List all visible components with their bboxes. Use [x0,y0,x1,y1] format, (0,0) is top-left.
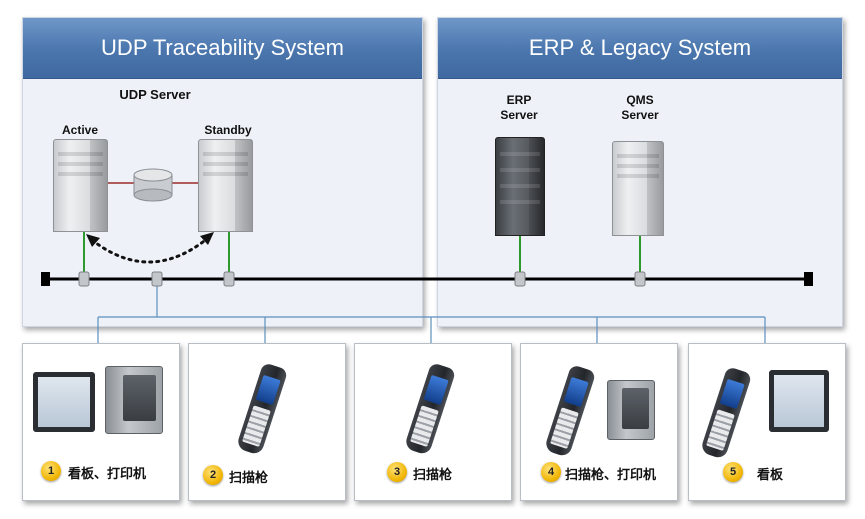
device-label: 扫描枪、打印机 [565,467,657,482]
standby-server-icon [198,139,253,232]
erp-server-icon [495,137,545,236]
erp-panel-title: ERP & Legacy System [438,18,842,79]
device-number-badge: 2 [203,465,223,485]
device-box-2: 2 扫描枪 [188,343,346,501]
device-label: 扫描枪 [229,470,269,485]
erp-server-label-line2: Server [500,108,538,122]
barcode-scanner-icon [699,366,753,460]
device-label: 扫描枪 [413,467,453,482]
active-server-icon [53,139,108,232]
barcode-scanner-icon [543,364,597,458]
active-server-label: Active [61,123,99,137]
device-number-badge: 3 [387,462,407,482]
printer-icon [607,380,655,440]
qms-server-label: QMS Server [605,93,675,123]
udp-server-label: UDP Server [119,87,191,102]
udp-panel-title: UDP Traceability System [23,18,422,79]
device-label: 看板、打印机 [68,466,147,481]
monitor-icon [769,370,829,432]
qms-server-icon [612,141,664,236]
qms-server-label-line1: QMS [626,93,654,107]
printer-icon [105,366,163,434]
erp-server-label-line1: ERP [506,93,532,107]
device-box-4: 4 扫描枪、打印机 [520,343,678,501]
monitor-icon [33,372,95,432]
device-box-1: 1 看板、打印机 [22,343,180,501]
device-label: 看板 [757,467,784,482]
device-box-3: 3 扫描枪 [354,343,512,501]
device-number-badge: 4 [541,462,561,482]
standby-server-label: Standby [204,123,252,137]
device-number-badge: 1 [41,461,61,481]
barcode-scanner-icon [403,362,457,456]
device-number-badge: 5 [723,462,743,482]
device-box-5: 5 看板 [688,343,846,501]
erp-server-label: ERP Server [484,93,554,123]
barcode-scanner-icon [235,362,289,456]
qms-server-label-line2: Server [621,108,659,122]
